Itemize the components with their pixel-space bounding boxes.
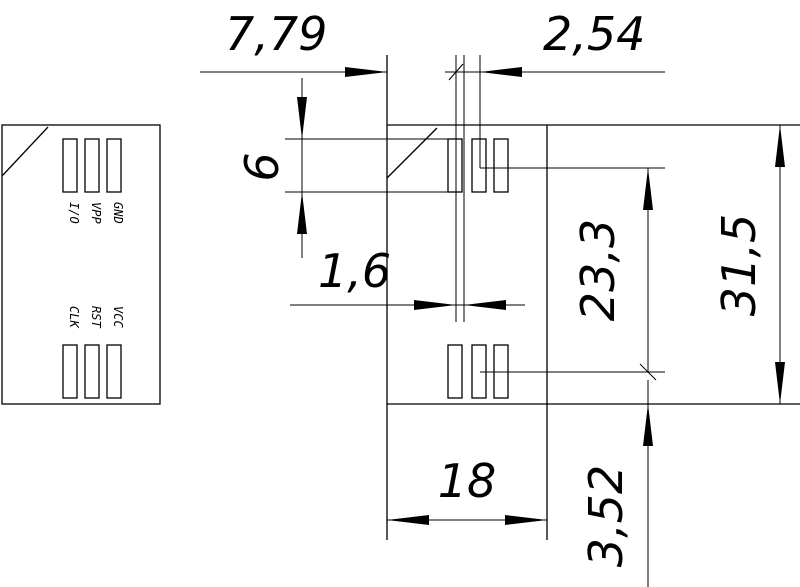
contact-pad xyxy=(106,138,122,193)
sim-card-corner-cut xyxy=(1,126,49,177)
dim-row-distance: 23,3 xyxy=(571,219,625,321)
dim-pad-height: 6 xyxy=(235,152,289,181)
arrow xyxy=(297,97,307,139)
tick-mark xyxy=(639,363,657,381)
arrow xyxy=(345,67,387,77)
dim-card-height: 31,5 xyxy=(712,214,766,316)
arrow xyxy=(643,168,653,210)
pin-label-gnd: GND xyxy=(111,202,125,224)
contact-pad xyxy=(84,344,100,399)
contact-pad xyxy=(62,344,78,399)
pin-label-io: I/O xyxy=(67,202,81,224)
arrow xyxy=(505,515,547,525)
pin-label-rst: RST xyxy=(89,306,103,328)
sim-card-outline xyxy=(1,124,161,405)
contact-pad xyxy=(84,138,100,193)
dim-card-width: 18 xyxy=(438,454,497,508)
pin-label-vcc: VCC xyxy=(111,306,125,328)
contact-pad xyxy=(471,138,487,193)
arrow xyxy=(775,362,785,404)
arrow xyxy=(643,404,653,446)
sim-card-front-view: GND VPP I/O VCC RST CLK xyxy=(1,124,161,405)
contact-pad xyxy=(493,138,509,193)
tick-mark xyxy=(448,63,464,81)
contact-pad xyxy=(447,344,463,399)
pin-label-vpp: VPP xyxy=(89,202,103,224)
arrow xyxy=(464,300,506,310)
card-corner-cut xyxy=(386,127,438,179)
arrow xyxy=(387,515,429,525)
contact-pad xyxy=(62,138,78,193)
dim-pitch: 2,54 xyxy=(543,7,645,61)
pin-label-clk: CLK xyxy=(67,306,81,328)
arrow xyxy=(775,125,785,167)
dim-offset-y: 3,52 xyxy=(579,465,633,567)
arrow xyxy=(297,192,307,234)
contact-pad xyxy=(106,344,122,399)
arrow xyxy=(414,300,456,310)
dim-offset-x: 7,79 xyxy=(225,7,327,61)
dimensioned-view: 7,79 2,54 6 1,6 23,3 3,52 31,5 xyxy=(200,7,800,587)
contact-pad xyxy=(447,138,463,193)
dim-pad-width: 1,6 xyxy=(318,244,391,298)
arrow xyxy=(480,67,522,77)
